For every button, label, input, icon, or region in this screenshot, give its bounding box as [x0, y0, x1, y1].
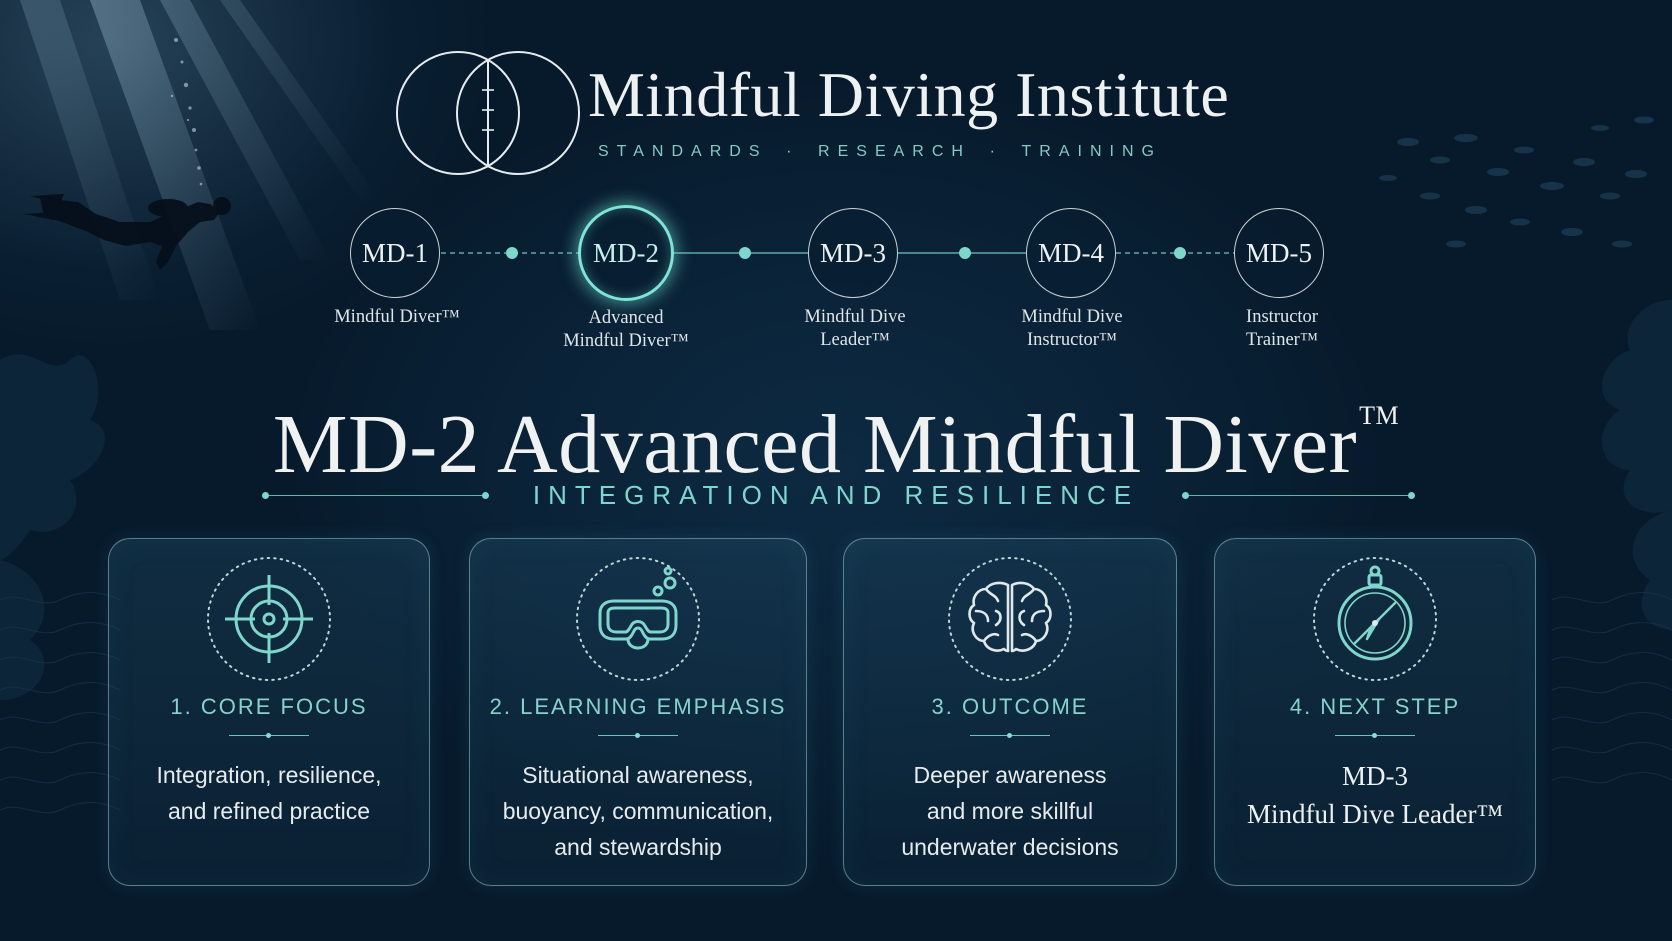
card-divider: [970, 733, 1050, 738]
level-label-line: Mindful Dive: [1021, 307, 1123, 327]
card-body-line: and refined practice: [167, 798, 370, 824]
card-learning-emphasis: 2. LEARNING EMPHASIS Situational awarene…: [469, 538, 807, 886]
card-body-line: MD-3: [1342, 761, 1408, 791]
card-core-focus: 1. CORE FOCUS Integration, resilience, a…: [108, 538, 430, 886]
tagline-separator: ·: [786, 143, 800, 160]
card-body-line: and more skillful: [926, 798, 1094, 824]
level-label-line: Trainer™: [1246, 330, 1318, 350]
card-heading: 3. OUTCOME: [931, 694, 1089, 719]
subtitle: INTEGRATION AND RESILIENCE: [532, 480, 1140, 510]
card-divider: [229, 733, 309, 738]
level-label-md-2: Advanced Mindful Diver™: [526, 307, 726, 353]
contour-waves: [0, 592, 1672, 814]
compass-icon: [1313, 557, 1437, 681]
card-body-line: buoyancy, communication,: [502, 798, 774, 824]
level-label-line: Advanced: [588, 308, 664, 328]
card-body: Situational awareness, buoyancy, communi…: [480, 757, 796, 865]
subtitle-rule-dot: [262, 492, 269, 499]
card-heading: 4. NEXT STEP: [1289, 694, 1461, 719]
brain-icon: [948, 557, 1072, 681]
tagline-separator: ·: [989, 143, 1003, 160]
tagline-standards: STANDARDS: [598, 143, 768, 160]
level-label-line: Mindful Diver™: [563, 331, 689, 351]
subtitle-rule-dot: [1182, 492, 1189, 499]
card-heading: 1. CORE FOCUS: [170, 694, 368, 719]
card-body: Integration, resilience, and refined pra…: [119, 757, 419, 829]
card-body: MD-3 Mindful Dive Leader™: [1225, 757, 1525, 833]
card-body: Deeper awareness and more skillful under…: [854, 757, 1166, 865]
tagline-research: RESEARCH: [818, 143, 971, 160]
tagline-training: TRAINING: [1021, 143, 1162, 160]
institute-logo: [396, 51, 580, 175]
level-label-md-1: Mindful Diver™: [297, 306, 497, 329]
dive-mask-icon: [576, 557, 700, 681]
card-divider: [1335, 733, 1415, 738]
card-body-line: and stewardship: [554, 834, 722, 860]
level-label-line: Mindful Dive: [804, 307, 906, 327]
card-body-line: Deeper awareness: [913, 762, 1107, 788]
level-node-md-4[interactable]: MD-4: [1026, 208, 1116, 298]
card-heading: 2. LEARNING EMPHASIS: [489, 694, 787, 719]
scuba-diver-silhouette: [24, 194, 231, 270]
level-node-md-3[interactable]: MD-3: [808, 208, 898, 298]
card-body-line: Integration, resilience,: [156, 762, 382, 788]
subtitle-rule-dot: [1408, 492, 1415, 499]
target-icon: [207, 557, 331, 681]
card-body-line: Situational awareness,: [522, 762, 754, 788]
level-label-md-3: Mindful Dive Leader™: [755, 306, 955, 352]
level-label-line: Instructor™: [1026, 330, 1118, 350]
institute-name: Mindful Diving Institute: [588, 59, 1230, 130]
level-label-md-5: Instructor Trainer™: [1182, 306, 1382, 352]
main-title-text: MD-2 Advanced Mindful Diver: [272, 398, 1358, 491]
card-outcome: 3. OUTCOME Deeper awareness and more ski…: [843, 538, 1177, 886]
level-label-line: Leader™: [820, 330, 890, 350]
coral-reef-right: [1601, 300, 1672, 630]
light-rays: [20, 0, 380, 330]
level-node-md-2[interactable]: MD-2: [578, 205, 674, 301]
level-label-line: Instructor: [1246, 307, 1318, 327]
tagline: STANDARDS · RESEARCH · TRAINING: [598, 143, 1162, 161]
card-body-line: underwater decisions: [901, 834, 1119, 860]
level-label-md-4: Mindful Dive Instructor™: [972, 306, 1172, 352]
main-title: MD-2 Advanced Mindful DiverTM: [0, 368, 1672, 493]
bubbles: [170, 38, 203, 186]
level-node-md-5[interactable]: MD-5: [1234, 208, 1324, 298]
coral-reef-left: [0, 354, 105, 700]
level-node-md-1[interactable]: MD-1: [350, 208, 440, 298]
fish-school: [1379, 116, 1654, 248]
trademark-mark: TM: [1359, 401, 1400, 430]
card-divider: [598, 733, 678, 738]
level-label-line: Mindful Diver™: [334, 307, 460, 327]
card-body-line: Mindful Dive Leader™: [1247, 799, 1503, 829]
subtitle-rule-dot: [482, 492, 489, 499]
subtitle-rule-right: [1186, 495, 1412, 496]
subtitle-rule-left: [266, 495, 486, 496]
card-next-step: 4. NEXT STEP MD-3 Mindful Dive Leader™: [1214, 538, 1536, 886]
